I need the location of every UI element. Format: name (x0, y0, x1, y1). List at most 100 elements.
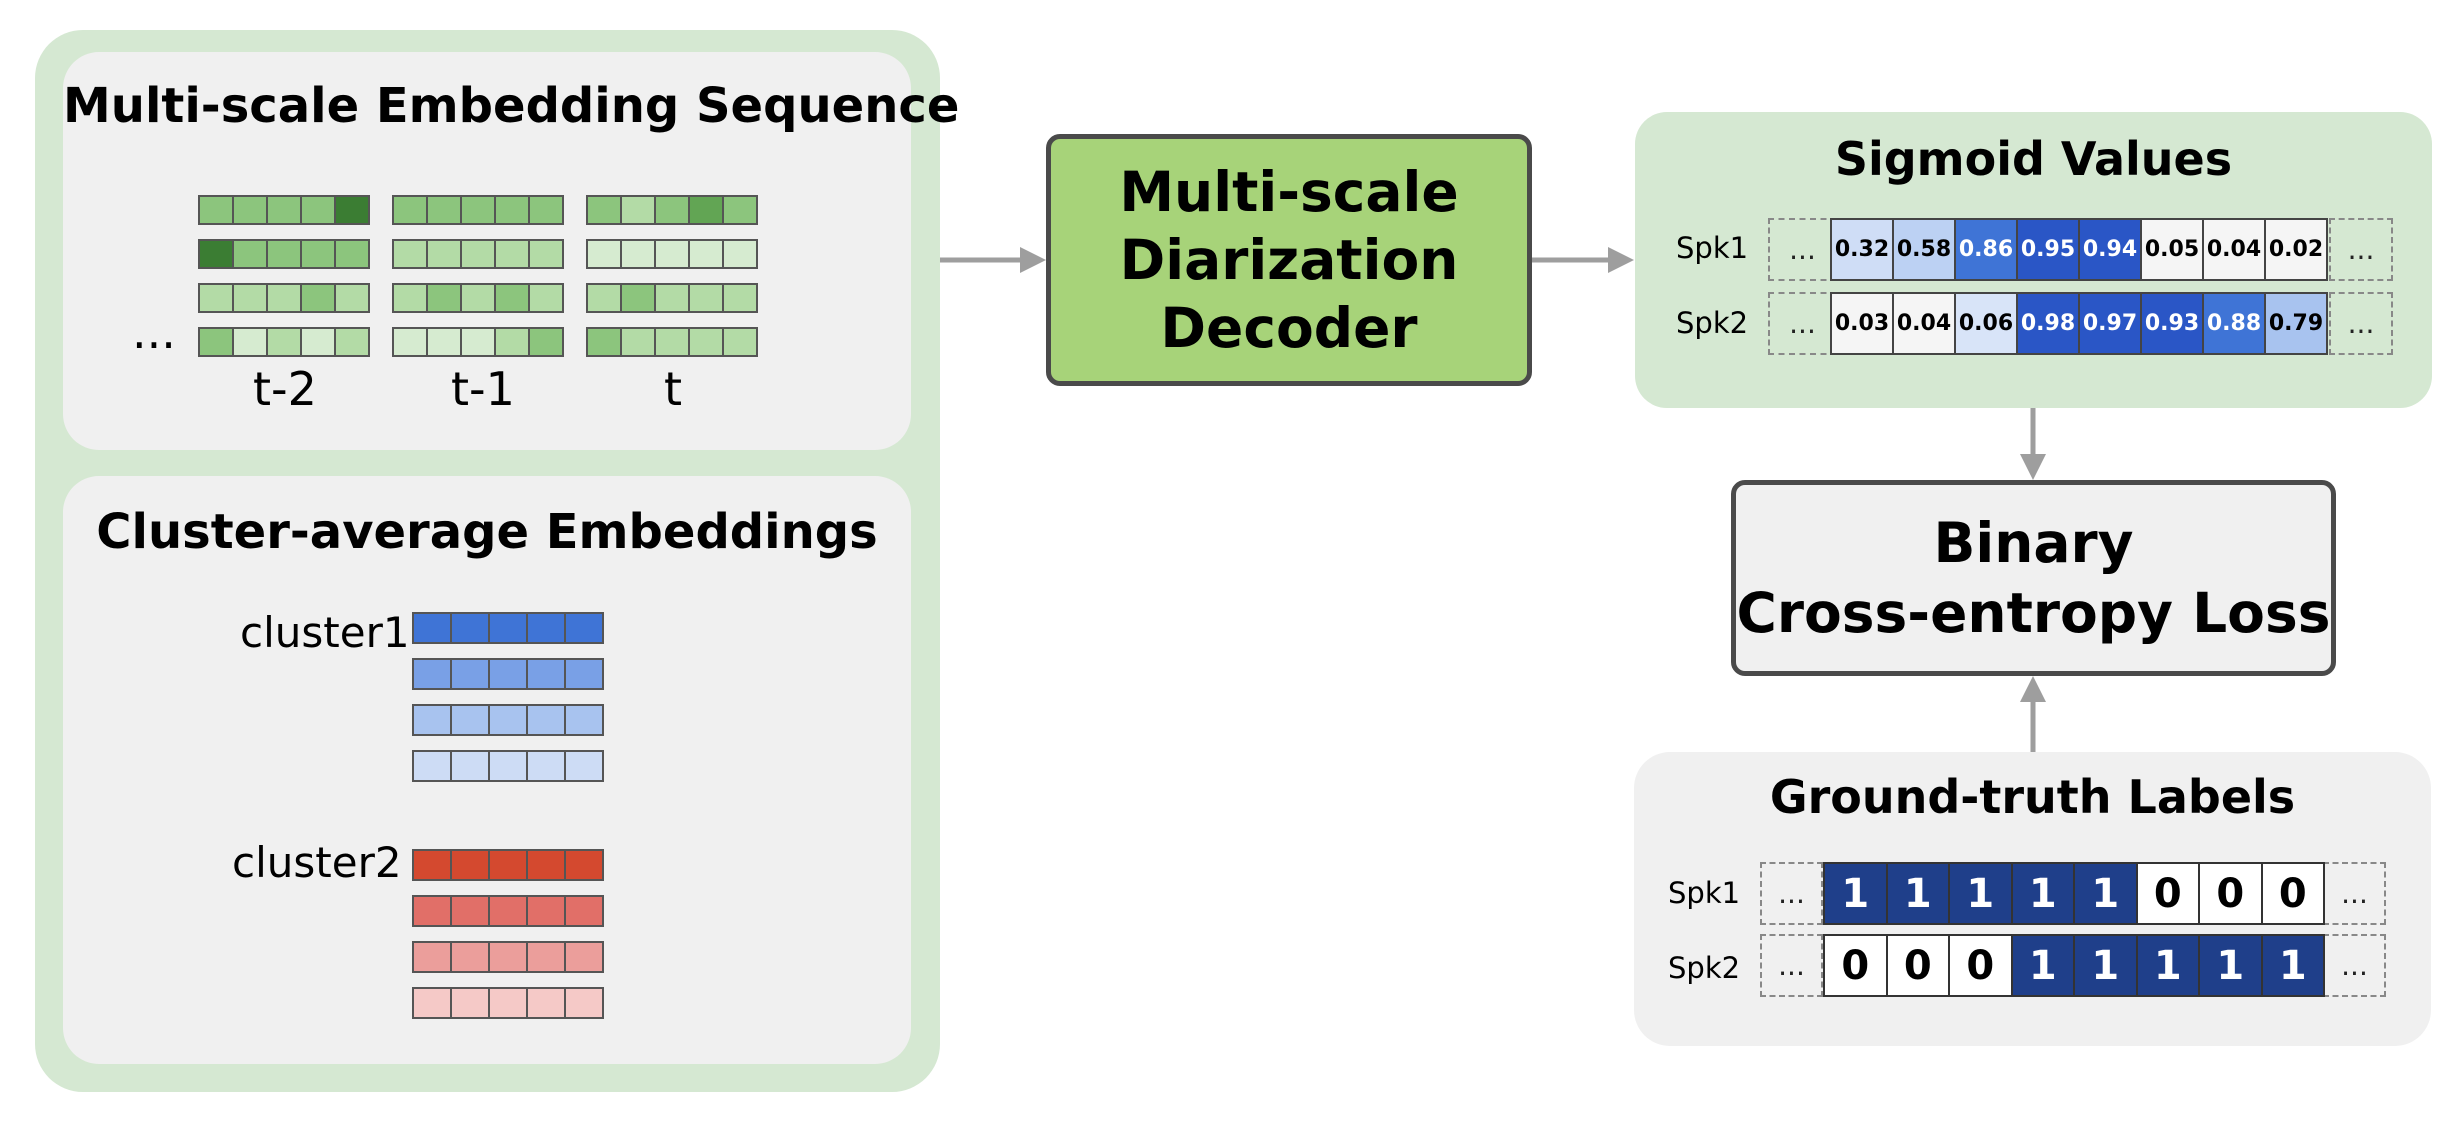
label-cell: 0 (2135, 862, 2200, 925)
embedding-cell (460, 283, 496, 313)
embedding-cell (586, 283, 622, 313)
embedding-cell (392, 327, 428, 357)
embedding-cell (722, 327, 758, 357)
sigmoid-value-cell: 0.79 (2264, 292, 2328, 355)
embedding-cell (722, 283, 758, 313)
cluster1-cell (564, 612, 604, 644)
sigmoid-value-cell: 0.98 (2016, 292, 2080, 355)
embedding-cell (620, 327, 656, 357)
time-label-t: t (664, 362, 683, 416)
cluster1-cell (412, 658, 452, 690)
embedding-cell (722, 239, 758, 269)
embedding-cell (528, 195, 564, 225)
sigmoid-spk1-label: Spk1 (1676, 231, 1749, 265)
sigmoid-value-cell: 0.06 (1954, 292, 2018, 355)
embedding-cell (392, 283, 428, 313)
embedding-cell (426, 327, 462, 357)
cluster1-label: cluster1 (240, 608, 410, 657)
gt-spk2-ellipsis-right: ... (2323, 934, 2386, 997)
embedding-cell (586, 239, 622, 269)
cluster1-cell (450, 658, 490, 690)
arrow-to-sigmoid-head (1608, 247, 1634, 273)
embedding-cell (392, 239, 428, 269)
sequence-ellipsis: ... (132, 305, 176, 359)
embedding-cell (722, 195, 758, 225)
cluster2-cell (488, 941, 528, 973)
cluster2-cell (412, 895, 452, 927)
label-cell: 1 (2010, 934, 2075, 997)
loss-line1: Binary (1933, 511, 2134, 575)
cluster2-cell (564, 987, 604, 1019)
embedding-cell (232, 239, 268, 269)
label-cell: 1 (2073, 934, 2138, 997)
cluster1-cell (412, 704, 452, 736)
sigmoid-value-cell: 0.04 (1892, 292, 1956, 355)
embedding-cell (620, 283, 656, 313)
label-cell: 1 (2135, 934, 2200, 997)
label-cell: 1 (1948, 862, 2013, 925)
sigmoid-spk2-label: Spk2 (1676, 306, 1749, 340)
cluster1-cell (412, 612, 452, 644)
cluster2-cell (450, 849, 490, 881)
embedding-cell (586, 195, 622, 225)
cluster2-cell (526, 849, 566, 881)
label-cell: 0 (2260, 862, 2325, 925)
time-label-t-1: t-1 (451, 362, 515, 416)
embedding-cell (198, 195, 234, 225)
cluster1-cell (526, 750, 566, 782)
sigmoid-value-cell: 0.93 (2140, 292, 2204, 355)
cluster1-cell (488, 750, 528, 782)
arrow-labels-to-loss-head (2020, 676, 2046, 702)
decoder-line3: Decoder (1160, 296, 1418, 360)
embedding-sequence-title: Multi-scale Embedding Sequence (63, 78, 960, 134)
label-cell: 0 (1885, 934, 1950, 997)
embedding-cell (334, 195, 370, 225)
embedding-cell (654, 327, 690, 357)
cluster2-cell (488, 849, 528, 881)
cluster1-cell (488, 704, 528, 736)
sigmoid-value-cell: 0.32 (1830, 218, 1894, 281)
label-cell: 0 (1948, 934, 2013, 997)
gt-spk1-label: Spk1 (1668, 876, 1741, 910)
cluster2-label: cluster2 (232, 838, 402, 887)
embedding-cell (300, 283, 336, 313)
sigmoid-values-title: Sigmoid Values (1834, 132, 2233, 186)
cluster2-cell (564, 941, 604, 973)
embedding-cell (334, 239, 370, 269)
sigmoid-value-cell: 0.95 (2016, 218, 2080, 281)
cluster2-cell (450, 987, 490, 1019)
cluster1-cell (564, 658, 604, 690)
diarization-decoder-box: Multi-scale Diarization Decoder (1046, 134, 1532, 386)
embedding-cell (688, 283, 724, 313)
embedding-cell (198, 283, 234, 313)
label-cell: 0 (2198, 862, 2263, 925)
cluster1-cell (564, 750, 604, 782)
embedding-cell (300, 239, 336, 269)
label-cell: 1 (1885, 862, 1950, 925)
embedding-cell (426, 283, 462, 313)
time-label-t-2: t-2 (253, 362, 317, 416)
embedding-cell (198, 327, 234, 357)
label-cell: 1 (2010, 862, 2075, 925)
embedding-cell (620, 195, 656, 225)
cluster1-cell (526, 658, 566, 690)
sigmoid-value-cell: 0.04 (2202, 218, 2266, 281)
embedding-cell (232, 327, 268, 357)
sigmoid-spk1-ellipsis-right: ... (2329, 218, 2393, 281)
sigmoid-value-cell: 0.03 (1830, 292, 1894, 355)
embedding-cell (266, 327, 302, 357)
sigmoid-value-cell: 0.86 (1954, 218, 2018, 281)
arrow-to-decoder-head (1020, 247, 1046, 273)
sigmoid-spk2-ellipsis-left: ... (1768, 292, 1837, 355)
cluster2-cell (564, 849, 604, 881)
cluster-embeddings-title: Cluster-average Embeddings (96, 504, 878, 560)
loss-line2: Cross-entropy Loss (1736, 581, 2331, 645)
embedding-cell (334, 327, 370, 357)
embedding-cell (460, 327, 496, 357)
sigmoid-spk2-ellipsis-right: ... (2329, 292, 2393, 355)
sigmoid-value-cell: 0.58 (1892, 218, 1956, 281)
embedding-cell (232, 195, 268, 225)
sigmoid-value-cell: 0.97 (2078, 292, 2142, 355)
cluster2-cell (564, 895, 604, 927)
